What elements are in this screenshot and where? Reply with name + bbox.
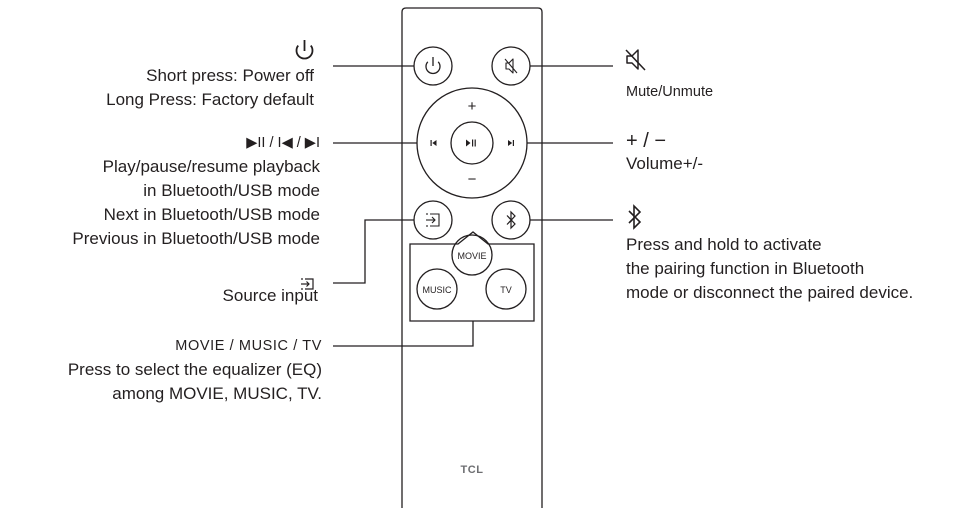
- bluetooth-button[interactable]: [491, 200, 531, 240]
- eq-heading: MOVIE / MUSIC / TV: [175, 338, 322, 354]
- mute-callout-text: Mute/Unmute: [626, 80, 713, 104]
- power-button[interactable]: [413, 46, 453, 86]
- leader-line-eq: [333, 321, 474, 347]
- music-button[interactable]: [416, 268, 458, 310]
- power-long-press-text: Long Press: Factory default: [106, 90, 314, 109]
- eq-line-1: Press to select the equalizer (EQ): [67, 360, 322, 379]
- movie-button[interactable]: [451, 234, 493, 276]
- bluetooth-icon: [506, 210, 516, 230]
- playback-line-4: Previous in Bluetooth/USB mode: [72, 229, 320, 248]
- bluetooth-callout-text: Press and hold to activate the pairing f…: [626, 233, 913, 305]
- source-button[interactable]: [413, 200, 453, 240]
- source-callout-text: Source input: [40, 284, 318, 308]
- volume-up-glyph: +: [468, 98, 477, 115]
- power-callout-text: Short press: Power off Long Press: Facto…: [20, 64, 314, 112]
- leader-line-source: [333, 219, 414, 284]
- previous-icon: [430, 140, 437, 146]
- mute-icon: [504, 58, 518, 74]
- mute-unmute-text: Mute/Unmute: [626, 84, 714, 100]
- playback-line-1: Play/pause/resume playback: [102, 157, 320, 176]
- tv-button-label: TV: [500, 285, 512, 295]
- source-input-text: Source input: [222, 286, 318, 305]
- next-icon: [508, 140, 514, 146]
- play-pause-icon: [466, 139, 476, 147]
- navigation-ring: [416, 87, 528, 199]
- eq-callout-text: MOVIE / MUSIC / TV Press to select the e…: [0, 334, 322, 406]
- playback-heading: ▶II / I◀ / ▶I: [246, 135, 320, 151]
- power-icon: [425, 57, 441, 75]
- music-button-label: MUSIC: [423, 285, 453, 295]
- bluetooth-line-2: the pairing function in Bluetooth: [626, 259, 865, 278]
- movie-button-label: MOVIE: [457, 251, 486, 261]
- tv-button[interactable]: [485, 268, 527, 310]
- playback-callout-text: ▶II / I◀ / ▶I Play/pause/resume playback…: [0, 131, 320, 251]
- callout-power-icon: [295, 40, 314, 60]
- callout-source-icon: [301, 278, 314, 290]
- eq-panel-outline: [409, 231, 535, 322]
- volume-heading: + / −: [626, 130, 667, 152]
- volume-down-glyph: −: [468, 171, 477, 188]
- source-input-icon: [426, 213, 440, 227]
- callout-bluetooth-icon: [628, 204, 642, 230]
- tcl-logo: TCL: [461, 464, 484, 476]
- playback-line-3: Next in Bluetooth/USB mode: [103, 205, 320, 224]
- power-short-press-text: Short press: Power off: [146, 66, 314, 85]
- mute-button[interactable]: [491, 46, 531, 86]
- playback-line-2: in Bluetooth/USB mode: [143, 181, 320, 200]
- callout-mute-icon: [625, 49, 646, 71]
- bluetooth-line-3: mode or disconnect the paired device.: [626, 283, 914, 302]
- volume-text: Volume+/-: [626, 154, 704, 173]
- bluetooth-line-1: Press and hold to activate: [626, 235, 822, 254]
- volume-callout-text: + / − Volume+/-: [626, 130, 703, 176]
- eq-line-2: among MOVIE, MUSIC, TV.: [112, 384, 322, 403]
- remote-body-outline: [401, 7, 543, 508]
